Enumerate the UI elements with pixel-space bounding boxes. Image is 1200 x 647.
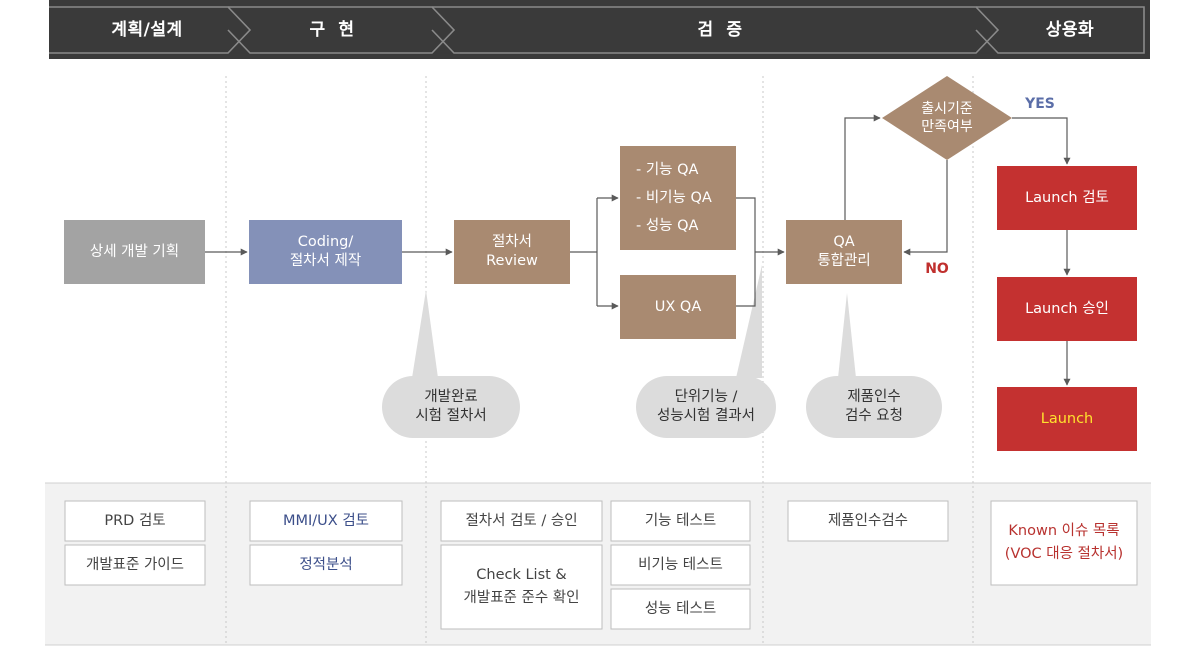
qa-list-box [620,146,736,250]
bottom-boxes [64,500,1138,630]
qa-integration-label: QA 통합관리 [817,234,871,269]
no-label: NO [925,260,949,277]
header-chevron-dividers [49,6,1145,54]
decision-diamond [882,76,1012,160]
launch-box [997,387,1137,451]
qa-integration-box [786,220,902,284]
decision-label: 출시기준 만족여부 [921,100,973,135]
launch-approval-label: Launch 승인 [1025,300,1109,317]
detailed-plan-label: 상세 개발 기획 [89,243,180,260]
bottom-mmi-ux-review: MMI/UX 검토 [282,512,370,529]
bottom-nonfunctional-test: 비기능 테스트 [638,556,723,573]
callout-unit-perf-result: 단위기능 / 성능시험 결과서 [657,389,755,424]
launch-review-box [997,166,1137,230]
bottom-checklist: Check List & 개발표준 준수 확인 [463,566,580,606]
callout-dev-complete: 개발완료 시험 절차서 [415,389,487,424]
ux-qa-label: UX QA [654,298,702,315]
bottom-performance-test: 성능 테스트 [644,600,717,617]
bottom-functional-test: 기능 테스트 [644,512,717,529]
launch-approval-box [997,277,1137,341]
yes-label: YES [1025,95,1055,112]
bottom-acceptance-inspection: 제품인수검수 [827,512,909,529]
coding-box [249,220,402,284]
bottom-static-analysis: 정적분석 [299,556,353,573]
phase-implementation: 구 현 [309,19,355,40]
procedure-review-label: 절차서 Review [486,234,538,269]
procedure-review-box [454,220,570,284]
flow-arrows [205,114,1071,386]
bottom-prd-review: PRD 검토 [104,512,166,529]
callout-bubbles [382,265,942,438]
coding-label: Coding/ 절차서 제작 [289,234,362,269]
launch-review-label: Launch 검토 [1025,189,1109,206]
launch-label: Launch [1040,410,1094,427]
bottom-dev-standard-guide: 개발표준 가이드 [86,556,184,573]
phase-commercialization: 상용화 [1045,19,1095,40]
phase-verification: 검 증 [697,19,743,40]
qa-list-label: - 기능 QA - 비기능 QA - 성능 QA [636,162,712,234]
bottom-known-issues: Known 이슈 목록 (VOC 대응 절차서) [1004,522,1124,562]
callout-acceptance-request: 제품인수 검수 요청 [845,389,903,424]
phase-planning: 계획/설계 [111,19,183,40]
detailed-plan-box [64,220,205,284]
ux-qa-box [620,275,736,339]
bottom-procedure-approval: 절차서 검토 / 승인 [465,512,578,529]
